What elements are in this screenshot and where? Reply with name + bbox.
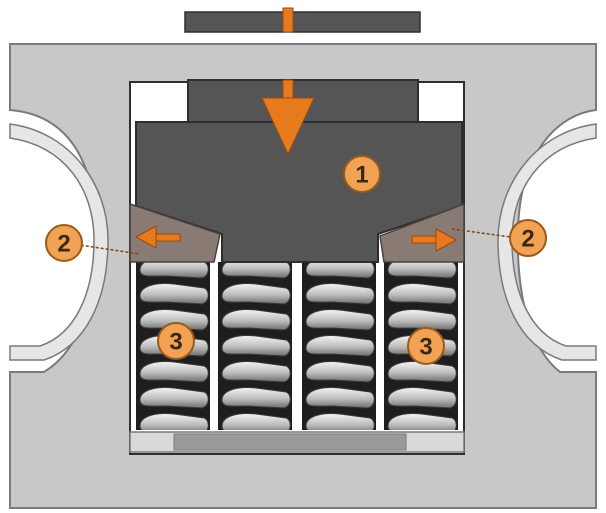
spring-coil-turn (221, 361, 291, 383)
spring-coil-turn (387, 283, 457, 305)
badge-spring-right-label: 3 (419, 334, 432, 361)
spring-coil-turn (305, 361, 375, 383)
wedge-left (129, 202, 221, 263)
badge-spring-right: 3 (407, 327, 445, 365)
spring-coil-turn (139, 262, 209, 279)
badge-wedge-left: 2 (45, 224, 83, 262)
spring-coil-turn (221, 283, 291, 305)
leader-line-right (451, 228, 519, 239)
spring-coil-turn (139, 413, 209, 430)
housing-recess-left (9, 123, 109, 361)
down-arrow-icon (261, 7, 315, 156)
spring-coil-turn (305, 413, 375, 430)
spring-coil-turn (221, 262, 291, 279)
housing-recess-right (497, 123, 597, 361)
spring-coil-turn (305, 387, 375, 409)
spring-coil-turn (305, 309, 375, 331)
badge-plunger-label: 1 (355, 162, 368, 189)
spring-coil-turn (305, 262, 375, 279)
spring-coil-turn (221, 335, 291, 357)
spring-coil-turn (387, 309, 457, 331)
spring-coil-turn (221, 387, 291, 409)
spring-coil-turn (387, 262, 457, 279)
left-arrow-icon (134, 225, 181, 249)
spring-coil-turn (305, 335, 375, 357)
spring-coil-turn (139, 361, 209, 383)
badge-plunger: 1 (343, 155, 381, 193)
badge-spring-left: 3 (157, 322, 195, 360)
coil-spring (218, 262, 292, 430)
spring-coil-turn (221, 413, 291, 430)
badge-wedge-right: 2 (509, 219, 547, 257)
base-plate (173, 433, 407, 451)
badge-wedge-right-label: 2 (521, 226, 534, 253)
spring-coil-turn (139, 387, 209, 409)
spring-coil-turn (305, 283, 375, 305)
badge-wedge-left-label: 2 (57, 231, 70, 258)
badge-spring-left-label: 3 (169, 329, 182, 356)
spring-coil-turn (387, 413, 457, 430)
coil-spring (302, 262, 376, 430)
spring-coil-turn (387, 361, 457, 383)
top-stem (184, 11, 421, 33)
spring-coil-turn (139, 309, 209, 331)
spring-coil-turn (221, 309, 291, 331)
spring-coil-turn (387, 387, 457, 409)
spring-coil-turn (139, 283, 209, 305)
right-arrow-icon (411, 228, 458, 252)
